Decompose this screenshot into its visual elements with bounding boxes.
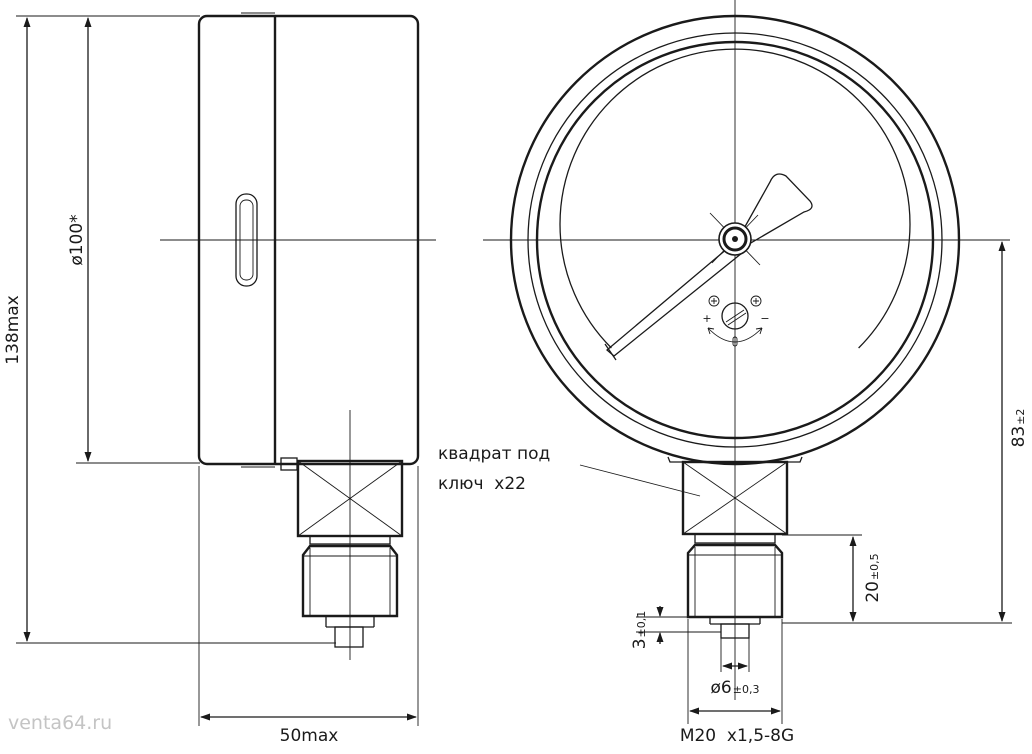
adjust-plus-label: + <box>702 312 711 325</box>
side-case-body <box>197 14 420 466</box>
pointer-hub-pin <box>732 236 738 242</box>
mount-screw-right-cross <box>753 298 759 304</box>
adjust-screw-slot-1 <box>725 309 745 323</box>
side-thread <box>301 544 399 618</box>
wrench-note-leader <box>579 464 701 497</box>
front-neck <box>694 533 776 544</box>
adjust-screw-icon <box>721 302 749 330</box>
front-tip <box>720 623 750 639</box>
front-dimensions: 83±2 20±0,5 3±0,1 ø6±0,3 M20 x1,5-8G ква… <box>438 239 1029 746</box>
dim-tip-length-label: 3±0,1 <box>630 611 650 650</box>
adjust-minus-label: − <box>760 312 769 325</box>
adjust-arrow-right <box>755 327 763 335</box>
adjust-screw-slot-2 <box>727 312 747 326</box>
front-bezel-inner <box>535 40 935 440</box>
dim-depth-label: 50max <box>280 726 339 746</box>
pointer-tail <box>741 173 813 245</box>
watermark: venta64.ru <box>8 712 112 734</box>
pointer-needle <box>605 247 744 357</box>
front-hex-cross-2 <box>682 461 788 535</box>
adjust-arrow-left <box>707 327 715 335</box>
front-view: + − <box>483 0 1005 700</box>
front-dial-arc <box>559 48 911 349</box>
side-vent-slot-inner <box>239 199 254 281</box>
mount-screw-left-cross <box>711 298 717 304</box>
adjust-zero-mark <box>732 336 738 347</box>
side-vent-slot <box>235 193 258 287</box>
mount-screw-right-icon <box>750 295 762 307</box>
pointer-tip-mark <box>604 343 617 361</box>
side-tip <box>334 626 364 648</box>
dim-center-height-label: 83±2 <box>1009 409 1029 448</box>
pointer <box>604 173 813 361</box>
adjust-arc <box>707 327 763 343</box>
dim-thread-length-label: 20±0,5 <box>863 553 883 602</box>
dim-case-diameter-label: ø100* <box>67 214 87 265</box>
mount-screw-left-icon <box>708 295 720 307</box>
wrench-note-line1: квадрат под <box>438 444 550 464</box>
front-outer-ring <box>509 14 961 466</box>
side-dimensions: 138max ø100* 50max <box>3 15 419 746</box>
wrench-note-line2: ключ х22 <box>438 474 526 494</box>
dim-total-height-label: 138max <box>3 295 23 365</box>
dim-thread-label: M20 x1,5-8G <box>680 726 794 746</box>
front-bezel-outer <box>527 32 943 448</box>
zero-adjuster: + − <box>702 295 770 347</box>
dim-bore-label: ø6±0,3 <box>711 678 760 698</box>
side-view <box>160 12 436 660</box>
